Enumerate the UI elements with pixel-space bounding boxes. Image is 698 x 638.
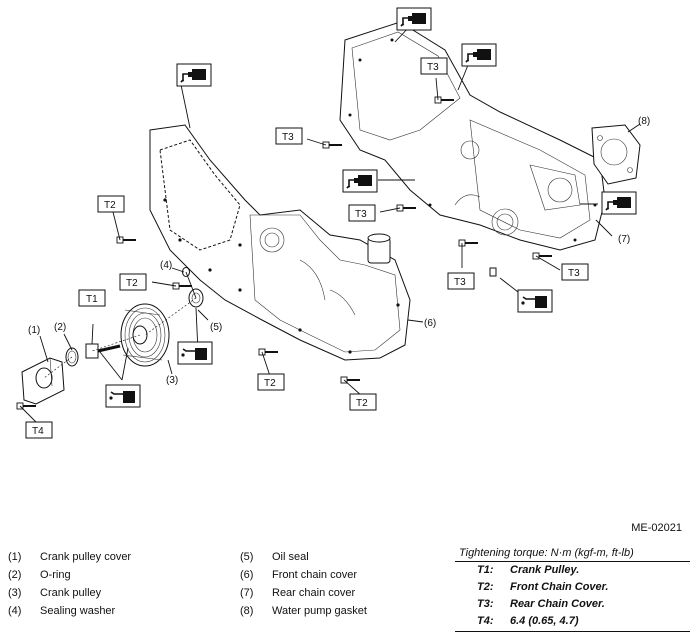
torque-tag-t1: T1 xyxy=(78,289,106,307)
torque-row: T3:Rear Chain Cover. xyxy=(477,598,605,610)
legend-item: (3)Crank pulley xyxy=(8,587,102,599)
rear-chain-cover xyxy=(339,21,606,251)
svg-text:T3: T3 xyxy=(355,209,367,220)
torque-tag-t3-mid: T3 xyxy=(348,204,376,222)
callout-4: (4) xyxy=(160,260,172,271)
torque-tag-t2-upper: T2 xyxy=(97,195,125,213)
callout-2: (2) xyxy=(54,322,66,333)
svg-text:T3: T3 xyxy=(282,132,294,143)
torque-row: T4:6.4 (0.65, 4.7) xyxy=(477,615,579,627)
bolt-t3-right xyxy=(532,252,553,260)
parts-legend-left: (1)Crank pulley cover (2)O-ring (3)Crank… xyxy=(8,548,131,620)
torque-row: T2:Front Chain Cover. xyxy=(477,581,609,593)
bolt-t4 xyxy=(16,402,37,410)
torque-tag-t3-left: T3 xyxy=(275,127,303,145)
torque-table: Tightening torque: N·m (kgf-m, ft-lb) T1… xyxy=(455,546,690,632)
legend-item: (5)Oil seal xyxy=(240,551,309,563)
legend-item: (2)O-ring xyxy=(8,569,71,581)
svg-text:T2: T2 xyxy=(356,398,368,409)
crank-pulley-bolt xyxy=(85,343,121,359)
svg-text:T3: T3 xyxy=(454,277,466,288)
parts-legend-middle: (5)Oil seal (6)Front chain cover (7)Rear… xyxy=(240,548,367,620)
torque-tag-t3-low: T3 xyxy=(447,272,475,290)
svg-text:T1: T1 xyxy=(86,294,98,305)
bolt-t2-bottom xyxy=(340,376,361,384)
torque-table-title: Tightening torque: N·m (kgf-m, ft-lb) xyxy=(455,546,690,562)
front-chain-cover xyxy=(149,124,411,361)
sealant-tube-icon xyxy=(601,191,637,215)
oil-can-icon xyxy=(177,341,213,365)
sealant-tube-icon xyxy=(176,63,212,87)
sealant-tube-icon xyxy=(342,169,378,193)
oil-can-icon xyxy=(517,289,553,313)
crank-pulley-cover xyxy=(21,357,65,405)
callout-3: (3) xyxy=(166,375,178,386)
torque-tag-t4: T4 xyxy=(25,421,53,439)
svg-text:T2: T2 xyxy=(264,378,276,389)
torque-tag-t2-lower: T2 xyxy=(257,373,285,391)
svg-text:T3: T3 xyxy=(568,268,580,279)
legend-item: (7)Rear chain cover xyxy=(240,587,356,599)
callout-8: (8) xyxy=(638,116,650,127)
crank-pulley xyxy=(120,303,170,367)
figure-code: ME-02021 xyxy=(631,522,682,534)
callout-6: (6) xyxy=(424,318,436,329)
exploded-view-diagram: T2 T2 T1 T2 T2 T3 T3 T3 T3 T3 T4 (1) (2)… xyxy=(16,7,650,439)
legend-item: (8)Water pump gasket xyxy=(240,605,367,617)
oil-can-icon xyxy=(105,384,141,408)
torque-tag-t2-bottom: T2 xyxy=(349,393,377,411)
torque-tag-t2-mid: T2 xyxy=(119,273,147,291)
legend-item: (4)Sealing washer xyxy=(8,605,116,617)
torque-tag-t3-top: T3 xyxy=(420,57,448,75)
svg-text:T4: T4 xyxy=(32,426,44,437)
dowel-pin xyxy=(489,267,497,277)
sealant-tube-icon xyxy=(461,43,497,67)
svg-text:T2: T2 xyxy=(104,200,116,211)
callout-5: (5) xyxy=(210,322,222,333)
svg-text:T3: T3 xyxy=(427,62,439,73)
sealant-tube-icon xyxy=(396,7,432,31)
callout-7: (7) xyxy=(618,234,630,245)
legend-item: (1)Crank pulley cover xyxy=(8,551,132,563)
torque-tag-t3-right: T3 xyxy=(561,263,589,281)
legend-item: (6)Front chain cover xyxy=(240,569,357,581)
svg-text:T2: T2 xyxy=(126,278,138,289)
bolt-t2-lower xyxy=(258,348,279,356)
water-pump-gasket xyxy=(591,124,641,185)
torque-row: T1:Crank Pulley. xyxy=(477,564,580,576)
callout-1: (1) xyxy=(28,325,40,336)
